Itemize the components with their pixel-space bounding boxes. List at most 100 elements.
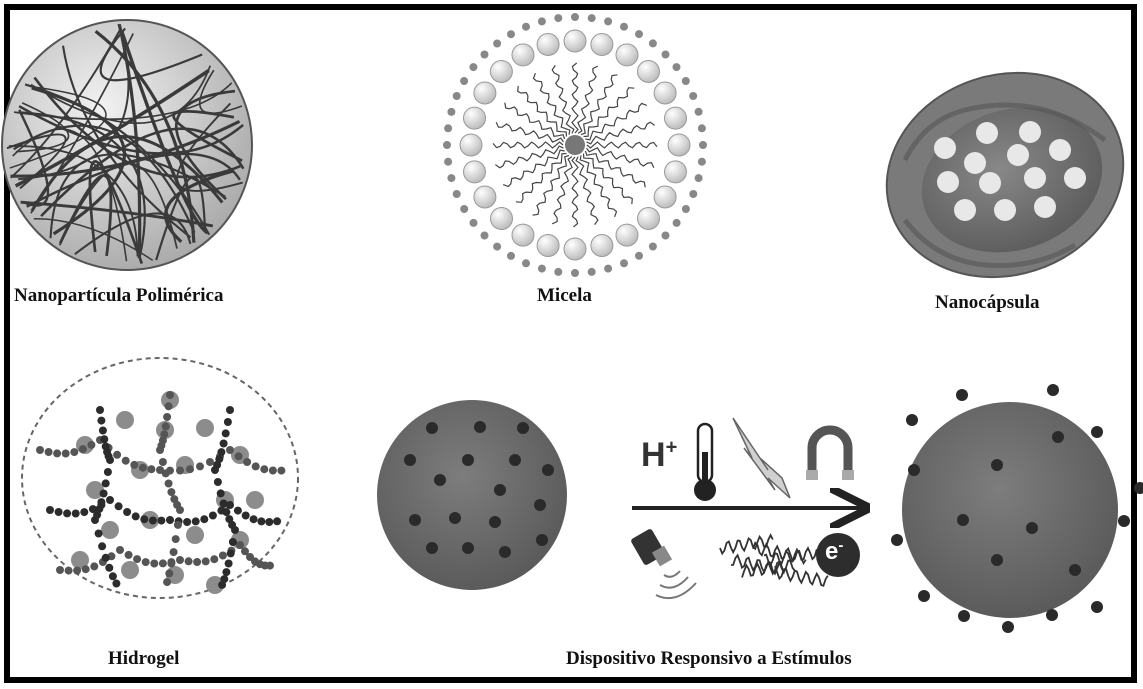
hydrogel-chain-bead xyxy=(176,556,184,564)
hydrogel-chain-bead xyxy=(63,509,71,517)
hydrogel-chain-bead xyxy=(62,450,70,458)
hydrogel-chain-bead xyxy=(109,572,117,580)
ph-superscript: + xyxy=(666,437,678,459)
hydrogel-chain-bead xyxy=(227,549,235,557)
micelle-outer-dot xyxy=(699,141,707,149)
hydrogel-chain-bead xyxy=(97,417,105,425)
micelle-head xyxy=(638,208,660,230)
micelle-outer-dot xyxy=(682,205,690,213)
hydrogel-chain-bead xyxy=(45,448,53,456)
micelle-head xyxy=(591,34,613,56)
magnet-icon xyxy=(806,430,854,480)
micelle-core xyxy=(565,135,585,155)
hydrogel-chain-bead xyxy=(192,517,200,525)
micelle-outer-dot xyxy=(522,259,530,267)
hydrogel-chain-bead xyxy=(231,526,239,534)
hydrogel-chain-bead xyxy=(113,451,121,459)
hydrogel-chain-bead xyxy=(250,515,258,523)
micelle-head xyxy=(591,235,613,257)
micelle-head xyxy=(512,224,534,246)
micelle-tail xyxy=(580,155,616,216)
loaded-drug-dot xyxy=(474,421,486,433)
micelle-head xyxy=(474,82,496,104)
hydrogel-chain-bead xyxy=(102,479,110,487)
hydrogel-chain-bead xyxy=(183,518,191,526)
micelle-head xyxy=(564,30,586,52)
hydrogel-chain-bead xyxy=(235,452,243,460)
hydrogel-chain-bead xyxy=(73,567,81,575)
hydrogel-chain-bead xyxy=(206,458,214,466)
hydrogel-chain-bead xyxy=(163,578,171,586)
hydrogel-chain-bead xyxy=(133,555,141,563)
hydrogel-chain-bead xyxy=(209,512,217,520)
micelle-outer-dot xyxy=(507,252,515,260)
micelle-head xyxy=(616,224,638,246)
hydrogel-chain-bead xyxy=(222,508,230,516)
hydrogel-chain-bead xyxy=(218,581,226,589)
hydrogel-chain-bead xyxy=(97,498,105,506)
hydrogel-chain-bead xyxy=(99,427,107,435)
hydrogel-chain-bead xyxy=(162,469,170,477)
hydrogel-chain-bead xyxy=(106,496,114,504)
micelle-tail xyxy=(572,157,578,227)
loaded-drug-dot xyxy=(536,534,548,546)
loaded-drug-dot xyxy=(517,422,529,434)
micelle-outer-dot xyxy=(635,252,643,260)
capsule-drug-dot xyxy=(954,199,976,221)
hydrogel-chain-bead xyxy=(265,518,273,526)
micelle-outer-dot xyxy=(649,243,657,251)
loaded-drug-dot xyxy=(426,542,438,554)
hydrogel-chain-bead xyxy=(202,557,210,565)
electron-superscript: - xyxy=(838,537,843,554)
micelle-outer-dot xyxy=(673,219,681,227)
hydrogel-chain-bead xyxy=(163,413,171,421)
hydrogel-chain-bead xyxy=(257,517,265,525)
loaded-drug-dot xyxy=(489,516,501,528)
hydrogel-chain-bead xyxy=(102,554,110,562)
loaded-drug-dot xyxy=(494,484,506,496)
released-drug-dot xyxy=(1002,621,1014,633)
micelle-head xyxy=(490,61,512,83)
capsule-drug-dot xyxy=(994,199,1016,221)
hydrogel-chain-bead xyxy=(72,510,80,518)
label-polymeric-nanoparticle: Nanopartícula Polimérica xyxy=(14,285,224,307)
hydrogel-chain-bead xyxy=(217,489,225,497)
micelle-outer-dot xyxy=(588,268,596,276)
micelle-outer-dot xyxy=(620,259,628,267)
micelle-tail xyxy=(587,122,655,144)
micelle-outer-dot xyxy=(444,124,452,132)
hydrogel-chain-bead xyxy=(112,580,120,588)
micelle-head xyxy=(464,107,486,129)
hydrogel-chain-bead xyxy=(243,458,251,466)
micelle-head xyxy=(537,34,559,56)
micelle-outer-dot xyxy=(689,92,697,100)
hydrogel-chain-bead xyxy=(260,465,268,473)
hydrogel-chain-bead xyxy=(96,406,104,414)
hydrogel-chain-bead xyxy=(162,422,170,430)
hydrogel-chain-bead xyxy=(226,406,234,414)
micelle-tail xyxy=(503,150,564,186)
hydrogel-chain-bead xyxy=(104,468,112,476)
label-hydrogel: Hidrogel xyxy=(108,648,179,670)
micelle-head xyxy=(654,82,676,104)
hydrogel-chain-bead xyxy=(46,506,54,514)
micelle-tail xyxy=(534,73,570,134)
hydrogel-chain-bead xyxy=(95,530,103,538)
micelle-outer-dot xyxy=(469,63,477,71)
hydrogel-particle xyxy=(121,561,139,579)
micelle-head xyxy=(665,107,687,129)
hydrogel-chain-bead xyxy=(105,564,113,572)
hydrogel-chain-bead xyxy=(130,461,138,469)
releasing-device-disk xyxy=(891,384,1143,633)
micelle-outer-dot xyxy=(447,174,455,182)
hydrogel-chain-bead xyxy=(236,541,244,549)
hydrogel-chain-bead xyxy=(229,538,237,546)
micelle-outer-dot xyxy=(554,14,562,22)
micelle-tail xyxy=(495,146,563,168)
capsule-drug-dot xyxy=(1007,144,1029,166)
micelle-head xyxy=(665,161,687,183)
enzyme-protein-icon xyxy=(720,535,828,586)
hydrogel-chain-bead xyxy=(159,458,167,466)
hydrogel-chain-bead xyxy=(165,569,173,577)
micelle-tail xyxy=(585,104,646,140)
